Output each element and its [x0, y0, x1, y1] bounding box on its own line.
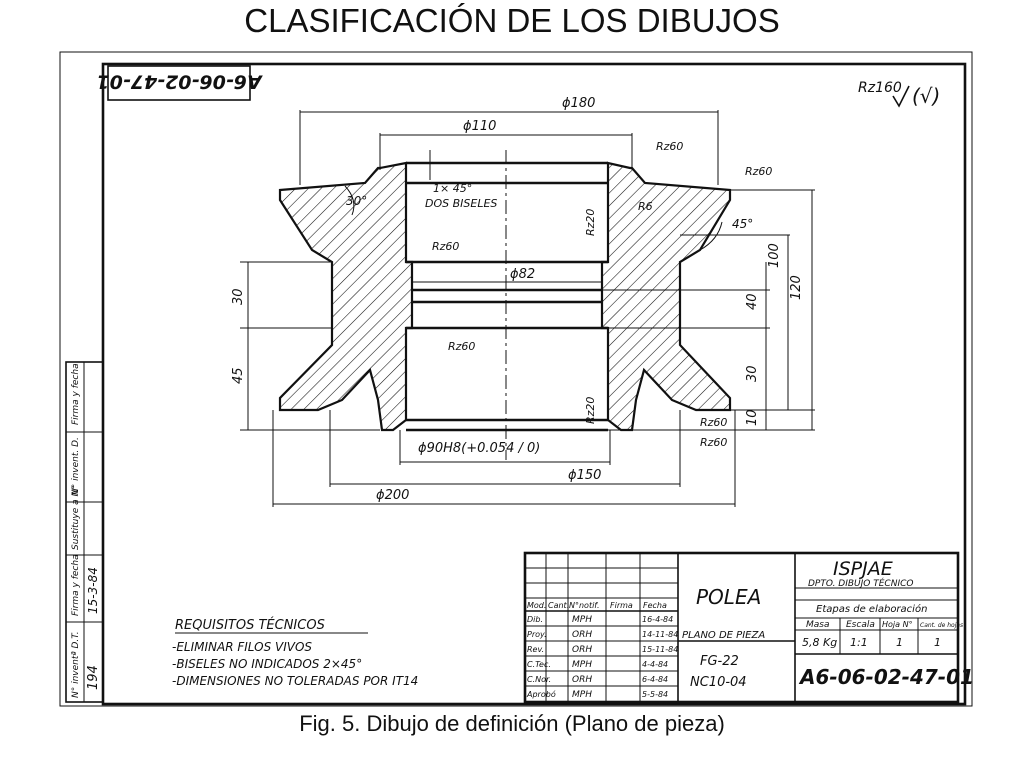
- dim-d180: ϕ180: [562, 96, 595, 111]
- requirements-title: REQUISITOS TÉCNICOS: [175, 617, 325, 633]
- dim-angle30: 30°: [346, 194, 367, 208]
- tb-head: Fecha: [643, 601, 667, 610]
- pulley-section: [278, 150, 732, 460]
- note-rz20-a: Rz20: [584, 209, 597, 236]
- dim-v45l: 45: [231, 367, 246, 384]
- dim-v10: 10: [745, 409, 760, 426]
- dim-d200: ϕ200: [376, 488, 409, 503]
- note-r6: R6: [638, 200, 653, 213]
- tb-name: ORH: [572, 675, 592, 685]
- stage-label: Etapas de elaboración: [816, 603, 927, 615]
- dim-angle45: 45°: [732, 217, 753, 231]
- tb-role: Rev.: [527, 645, 544, 654]
- tb-head: N°notif.: [569, 601, 600, 610]
- tb-date: 15-11-84: [642, 645, 678, 654]
- note-rz60-f: Rz60: [700, 436, 727, 449]
- strip-label: N° inventª D.T.: [71, 631, 81, 698]
- slide-title: CLASIFICACIÓN DE LOS DIBUJOS: [244, 2, 780, 39]
- note-chamfer-both: DOS BISELES: [425, 197, 497, 210]
- tb-col-head: Escala: [846, 620, 875, 630]
- sheet-outer-border: [59, 51, 973, 707]
- strip-label: Firma y fecha: [71, 554, 81, 616]
- sheet-value: 1: [896, 636, 903, 649]
- tb-role: C.Nor.: [527, 675, 551, 684]
- requirement-item: -ELIMINAR FILOS VIVOS: [172, 640, 312, 654]
- note-rz60-b: Rz60: [745, 165, 772, 178]
- drawing-code: A6-06-02-47-01: [798, 665, 974, 689]
- dim-d150: ϕ150: [568, 468, 601, 483]
- title-block: Mod. Cant. N°notif. Firma Fecha Dib. MPH…: [523, 551, 974, 704]
- tb-head: Cant.: [548, 601, 569, 610]
- roughness-general: Rz160: [858, 80, 902, 96]
- tb-date: 4-4-84: [642, 660, 668, 669]
- dim-v100: 100: [767, 243, 782, 268]
- tb-date: 6-4-84: [642, 675, 668, 684]
- note-chamfer: 1× 45°: [433, 182, 472, 195]
- code-box-rotated: A6-06-02-47-01: [96, 65, 264, 101]
- note-rz60-d: Rz60: [448, 340, 475, 353]
- note-rz60-e: Rz60: [700, 416, 727, 429]
- mass-value: 5,8 Kg: [802, 636, 837, 649]
- scale-value: 1:1: [850, 636, 868, 649]
- dim-v40: 40: [745, 293, 760, 310]
- dim-v30r: 30: [745, 365, 760, 382]
- dim-v120: 120: [789, 275, 804, 300]
- doc-type: PLANO DE PIEZA: [682, 630, 765, 641]
- tb-role: Proy.: [527, 630, 547, 639]
- note-rz60-c: Rz60: [432, 240, 459, 253]
- ref2: NC10-04: [690, 675, 747, 690]
- note-rz20-b: Rz20: [584, 397, 597, 424]
- ref1: FG-22: [700, 654, 739, 669]
- tb-date: 16-4-84: [642, 615, 673, 624]
- part-name: POLEA: [696, 585, 761, 609]
- tb-head: Firma: [610, 601, 633, 610]
- tb-name: ORH: [572, 630, 592, 640]
- tb-date: 14-11-84: [642, 630, 678, 639]
- strip-label: N° invent. D.: [71, 437, 81, 495]
- roughness-check: (√): [912, 84, 940, 108]
- strip-value: 194: [86, 665, 101, 690]
- tb-col-head: Hoja N°: [882, 620, 913, 629]
- right-section: [600, 161, 732, 432]
- tb-col-head: Cant. de hojas: [920, 622, 963, 629]
- tb-role: Dib.: [527, 615, 543, 624]
- strip-value: 15-3-84: [86, 567, 100, 614]
- dim-d90: ϕ90H8(+0.054 / 0): [418, 441, 540, 456]
- roughness-symbol: [892, 85, 910, 108]
- sheets-value: 1: [934, 636, 941, 649]
- tb-role: C.Tec.: [527, 660, 551, 669]
- requirement-item: -BISELES NO INDICADOS 2×45°: [172, 657, 362, 671]
- tb-name: MPH: [572, 660, 592, 670]
- tb-head: Mod.: [527, 601, 546, 610]
- dim-d82: ϕ82: [510, 267, 535, 282]
- figure-caption: Fig. 5. Dibujo de definición (Plano de p…: [299, 711, 725, 736]
- tb-col-head: Masa: [806, 620, 829, 630]
- dimensions: ϕ180 ϕ110 ϕ82 ϕ90H8(+0.054 / 0) ϕ150 ϕ20…: [231, 96, 815, 507]
- tb-name: MPH: [572, 615, 592, 625]
- dim-v30l: 30: [231, 288, 246, 305]
- technical-requirements: REQUISITOS TÉCNICOS -ELIMINAR FILOS VIVO…: [172, 617, 418, 688]
- department: DPTO. DIBUJO TÉCNICO: [808, 577, 913, 589]
- code-rotated-text: A6-06-02-47-01: [96, 71, 263, 93]
- institution: ISPJAE: [833, 558, 893, 580]
- tb-name: ORH: [572, 645, 592, 655]
- left-strip: Firma y fecha N° invent. D. Sustituye a …: [65, 361, 104, 703]
- strip-label: Sustituye a N°: [71, 485, 81, 550]
- tb-role: Aprobó: [526, 689, 556, 699]
- tb-name: MPH: [572, 690, 592, 700]
- dim-d110: ϕ110: [463, 119, 496, 134]
- requirement-item: -DIMENSIONES NO TOLERADAS POR IT14: [172, 674, 418, 688]
- note-rz60-a: Rz60: [656, 140, 683, 153]
- strip-label: Firma y fecha: [71, 363, 81, 425]
- left-section: [278, 161, 414, 432]
- tb-date: 5-5-84: [642, 690, 668, 699]
- annotations: 1× 45° DOS BISELES Rz60 Rz60 Rz60 Rz60 R…: [425, 140, 772, 449]
